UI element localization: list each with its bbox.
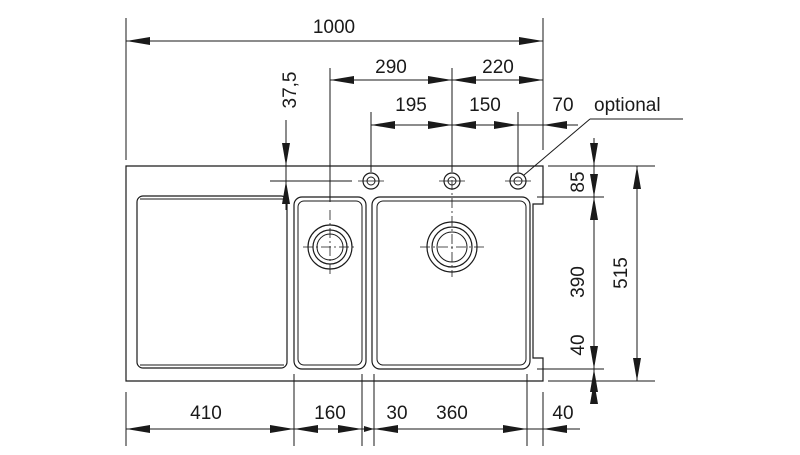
tap-hole-2-icon [439, 172, 465, 190]
optional-leader-line [523, 118, 683, 176]
large-bowl-drain-icon [420, 180, 484, 277]
label-bowl-gap: 30 [386, 403, 407, 424]
large-bowl [371, 196, 531, 370]
small-bowl-drain-icon [303, 210, 357, 276]
dimension-hole-spacing: 195 150 70 optional [371, 95, 661, 129]
dimension-hole-depth: 37,5 [270, 72, 352, 210]
label-right-rim: 40 [552, 403, 573, 424]
label-optional-text: optional [594, 95, 661, 116]
label-small-bowl-width: 160 [314, 403, 346, 424]
label-tap-offset-220: 220 [482, 57, 514, 78]
label-bowl-depth: 390 [568, 266, 589, 298]
label-optional-70: 70 [552, 95, 573, 116]
dimension-tap-offsets: 290 220 [330, 57, 543, 84]
dimension-depth-chain: 85 390 40 [568, 138, 598, 404]
label-front-rim: 40 [568, 334, 589, 355]
dimension-overall-depth: 515 [611, 166, 641, 381]
label-drainer-width: 410 [190, 403, 222, 424]
dimension-overall-width: 1000 [126, 17, 543, 45]
small-bowl [293, 196, 367, 370]
bottom-extension-lines [125, 374, 544, 446]
drainer-panel [136, 195, 288, 369]
label-hole-depth: 37,5 [280, 72, 301, 109]
label-overall-width: 1000 [313, 17, 355, 38]
dimension-bottom-chain: 410 160 30 360 40 [126, 403, 580, 433]
label-hole-spacing-150: 150 [469, 95, 501, 116]
label-tap-offset-290: 290 [375, 57, 407, 78]
tap-hole-1-icon [358, 172, 384, 190]
top-extension-lines [125, 18, 544, 202]
label-back-rim: 85 [568, 171, 589, 192]
label-hole-spacing-195: 195 [395, 95, 427, 116]
label-overall-depth: 515 [611, 257, 632, 289]
tap-hole-optional-icon [505, 172, 531, 190]
sink-outline [125, 165, 544, 382]
label-large-bowl-width: 360 [436, 403, 468, 424]
